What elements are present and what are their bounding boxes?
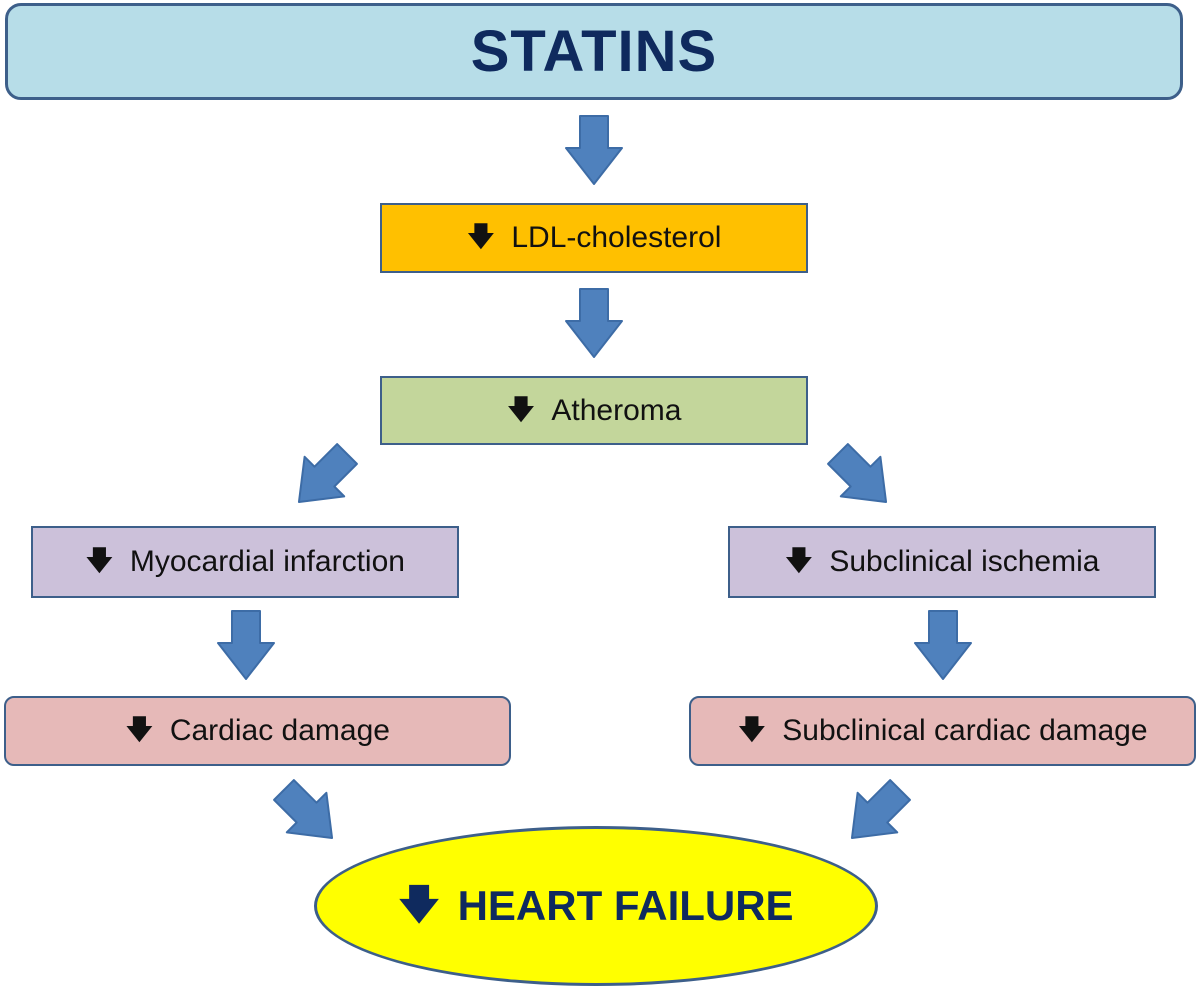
arrow-atheroma-to-ischemia <box>817 433 907 523</box>
atheroma-box: 🡇 Atheroma <box>380 376 808 445</box>
arrow-ldl-to-atheroma <box>565 288 623 358</box>
subclinical-ischemia-box: 🡇 Subclinical ischemia <box>728 526 1156 598</box>
subclinical-cardiac-damage-box: 🡇 Subclinical cardiac damage <box>689 696 1196 766</box>
ldl-cholesterol-label: LDL-cholesterol <box>511 221 722 254</box>
myocardial-infarction-box: 🡇 Myocardial infarction <box>31 526 459 598</box>
heart-failure-ellipse: 🡇 HEART FAILURE <box>314 826 878 986</box>
arrow-cardiac-damage-to-heart-failure <box>263 769 353 859</box>
down-arrow-icon: 🡇 <box>784 545 814 576</box>
arrow-subclinical-damage-to-heart-failure <box>831 769 921 859</box>
arrow-ischemia-to-subclinical-damage <box>914 610 972 680</box>
myocardial-infarction-label: Myocardial infarction <box>129 545 405 578</box>
down-arrow-icon: 🡇 <box>737 714 767 745</box>
ldl-cholesterol-box: 🡇 LDL-cholesterol <box>380 203 808 273</box>
down-arrow-icon: 🡇 <box>125 714 154 745</box>
down-arrow-icon: 🡇 <box>85 545 114 576</box>
cardiac-damage-box: 🡇 Cardiac damage <box>4 696 511 766</box>
down-arrow-icon: 🡇 <box>506 393 536 425</box>
cardiac-damage-label: Cardiac damage <box>169 714 390 747</box>
down-arrow-icon: 🡇 <box>398 883 440 927</box>
arrow-mi-to-cardiac-damage <box>217 610 275 680</box>
arrow-statins-to-ldl <box>565 115 623 185</box>
subclinical-cardiac-damage-label: Subclinical cardiac damage <box>782 714 1148 747</box>
down-arrow-icon: 🡇 <box>466 221 496 252</box>
arrow-atheroma-to-mi <box>278 433 368 523</box>
statins-title-box: STATINS <box>5 3 1183 100</box>
atheroma-label: Atheroma <box>551 393 682 427</box>
statins-title: STATINS <box>470 19 718 84</box>
subclinical-ischemia-label: Subclinical ischemia <box>829 545 1100 578</box>
heart-failure-label: HEART FAILURE <box>457 882 794 929</box>
